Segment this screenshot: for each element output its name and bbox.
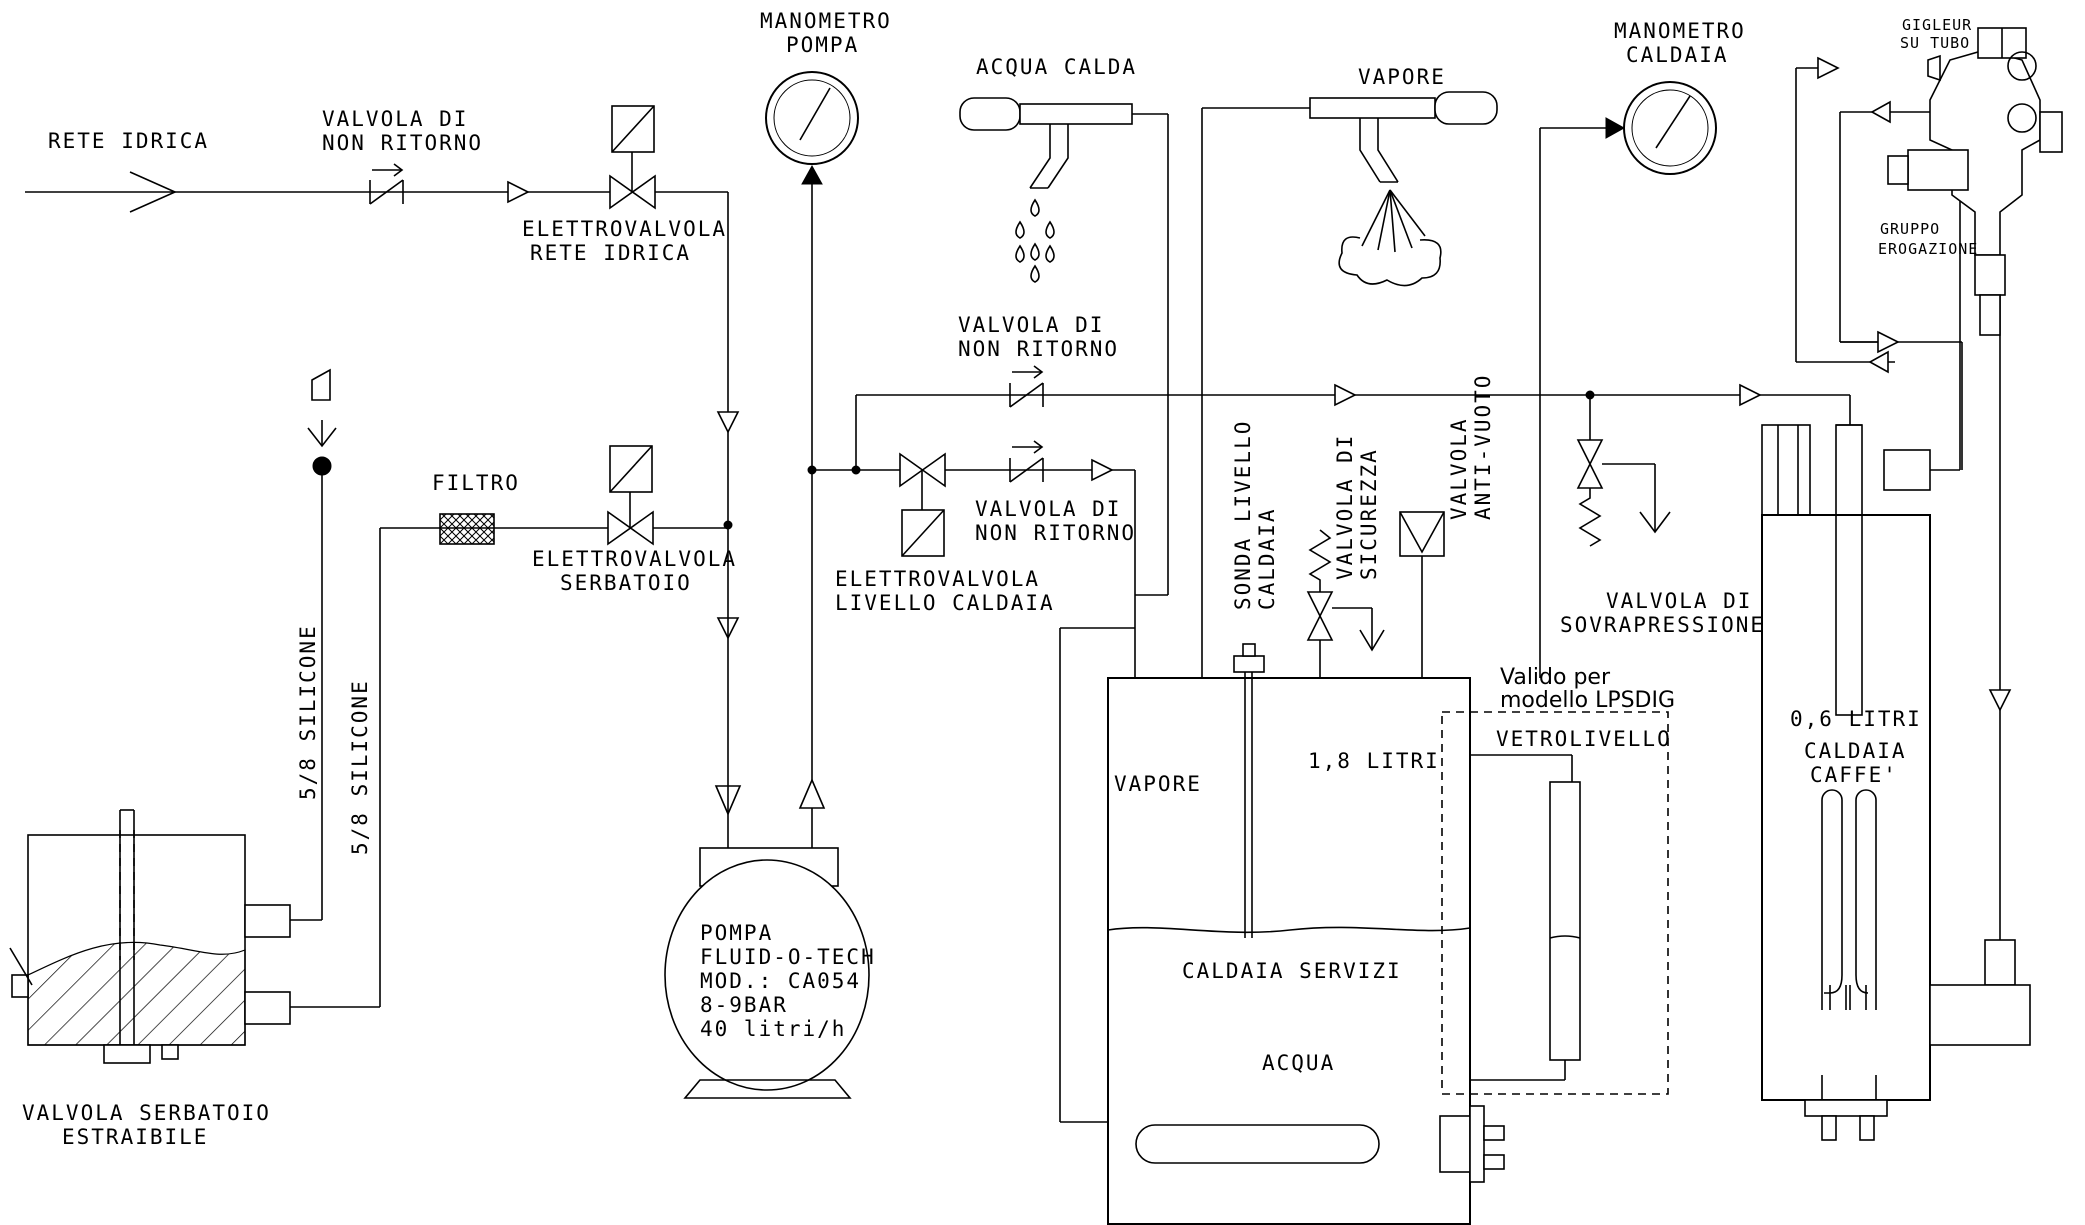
- flow-arrow: [1739, 383, 1762, 407]
- water-drops-icon: [1015, 198, 1055, 283]
- label-gigleur: GIGLEUR SU TUBO: [1900, 16, 1982, 52]
- water-tank: [9, 809, 291, 1064]
- flow-arrow: [507, 180, 530, 204]
- solenoid-valve-serbatoio: [607, 445, 654, 546]
- filter: [439, 513, 495, 545]
- flow-arrow: [798, 777, 826, 809]
- flow-arrow: [1334, 383, 1357, 407]
- flow-arrow: [1817, 56, 1840, 80]
- label-sonda: SONDA LIVELLO CALDAIA: [1231, 405, 1279, 610]
- pump-gauge: [765, 71, 859, 165]
- label-valvola-sicurezza: VALVOLA DI SICUREZZA: [1333, 419, 1381, 580]
- label-elettrovalvola-livello: ELETTROVALVOLA LIVELLO CALDAIA: [835, 567, 1055, 615]
- hot-water-tap: [959, 97, 1169, 596]
- label-serbatoio: VALVOLA SERBATOIO ESTRAIBILE: [22, 1101, 286, 1149]
- flow-arrow: [1091, 458, 1114, 482]
- label-pompa: POMPA FLUID-O-TECH MOD.: CA054 8-9BAR 40…: [700, 921, 890, 1041]
- check-valve-3: [1009, 440, 1044, 483]
- service-boiler: [1059, 627, 1505, 1225]
- label-vapore-top: VAPORE: [1358, 65, 1446, 89]
- label-filtro: FILTRO: [432, 471, 520, 495]
- gauge-arrow: [1605, 117, 1626, 139]
- label-valvola-antivuoto: VALVOLA ANTI-VUOTO: [1447, 374, 1495, 520]
- flow-arrow: [716, 411, 740, 434]
- label-caldaia-caffe: CALDAIA CAFFE': [1804, 739, 1921, 787]
- pump: [664, 847, 870, 1099]
- label-rete-idrica: RETE IDRICA: [48, 129, 209, 153]
- label-valvola-non-ritorno-3: VALVOLA DI NON RITORNO: [975, 497, 1136, 545]
- solenoid-valve-rete: [609, 105, 656, 210]
- label-elettrovalvola-serbatoio: ELETTROVALVOLA SERBATOIO: [532, 547, 752, 595]
- check-valve-2: [1009, 365, 1044, 408]
- boiler-gauge: [1623, 81, 1717, 175]
- label-silicone-1: 5/8 SILICONE: [296, 624, 320, 800]
- flow-arrow: [1877, 330, 1900, 354]
- label-valido: Valido per modello LPSDIG: [1500, 665, 1675, 713]
- steam-cloud-icon: [1338, 189, 1442, 287]
- label-gruppo: GRUPPO EROGAZIONE: [1878, 220, 1978, 258]
- label-acqua: ACQUA: [1262, 1051, 1335, 1075]
- label-silicone-2: 5/8 SILICONE: [348, 679, 372, 855]
- label-valvola-non-ritorno-1: VALVOLA DI NON RITORNO: [322, 107, 483, 155]
- sight-glass: [1441, 711, 1669, 1095]
- safety-valve: [1306, 529, 1385, 678]
- flow-arrow: [1870, 100, 1891, 124]
- steam-wand: [1201, 91, 1498, 678]
- label-valvola-sovrapressione: VALVOLA DI SOVRAPRESSIONE: [1560, 589, 1767, 637]
- label-caldaia-servizi: CALDAIA SERVIZI: [1182, 959, 1402, 983]
- label-acqua-calda: ACQUA CALDA: [976, 55, 1137, 79]
- brew-group: [1887, 27, 2063, 336]
- label-manometro-pompa: MANOMETRO POMPA: [760, 9, 906, 57]
- solenoid-valve-livello: [899, 452, 946, 557]
- label-vapore-boiler: VAPORE: [1114, 772, 1202, 796]
- check-valve-1: [369, 163, 404, 205]
- coffee-group-feed: [1929, 255, 2031, 1046]
- label-manometro-caldaia: MANOMETRO CALDAIA: [1614, 19, 1760, 67]
- label-elettrovalvola-rete: ELETTROVALVOLA RETE IDRICA: [522, 217, 742, 265]
- label-litri-servizi: 1,8 LITRI: [1308, 749, 1440, 773]
- label-vetrolivello: VETROLIVELLO: [1496, 727, 1672, 751]
- flow-arrow: [1868, 350, 1889, 374]
- anti-vacuum-valve: [1399, 511, 1445, 678]
- overflow-return: [290, 368, 337, 921]
- label-litri-caffe: 0,6 LITRI: [1790, 707, 1922, 731]
- junction-dot: [723, 520, 733, 530]
- overpressure-valve: [1576, 395, 1671, 547]
- label-valvola-non-ritorno-2: VALVOLA DI NON RITORNO: [958, 313, 1119, 361]
- gauge-arrow: [801, 164, 823, 185]
